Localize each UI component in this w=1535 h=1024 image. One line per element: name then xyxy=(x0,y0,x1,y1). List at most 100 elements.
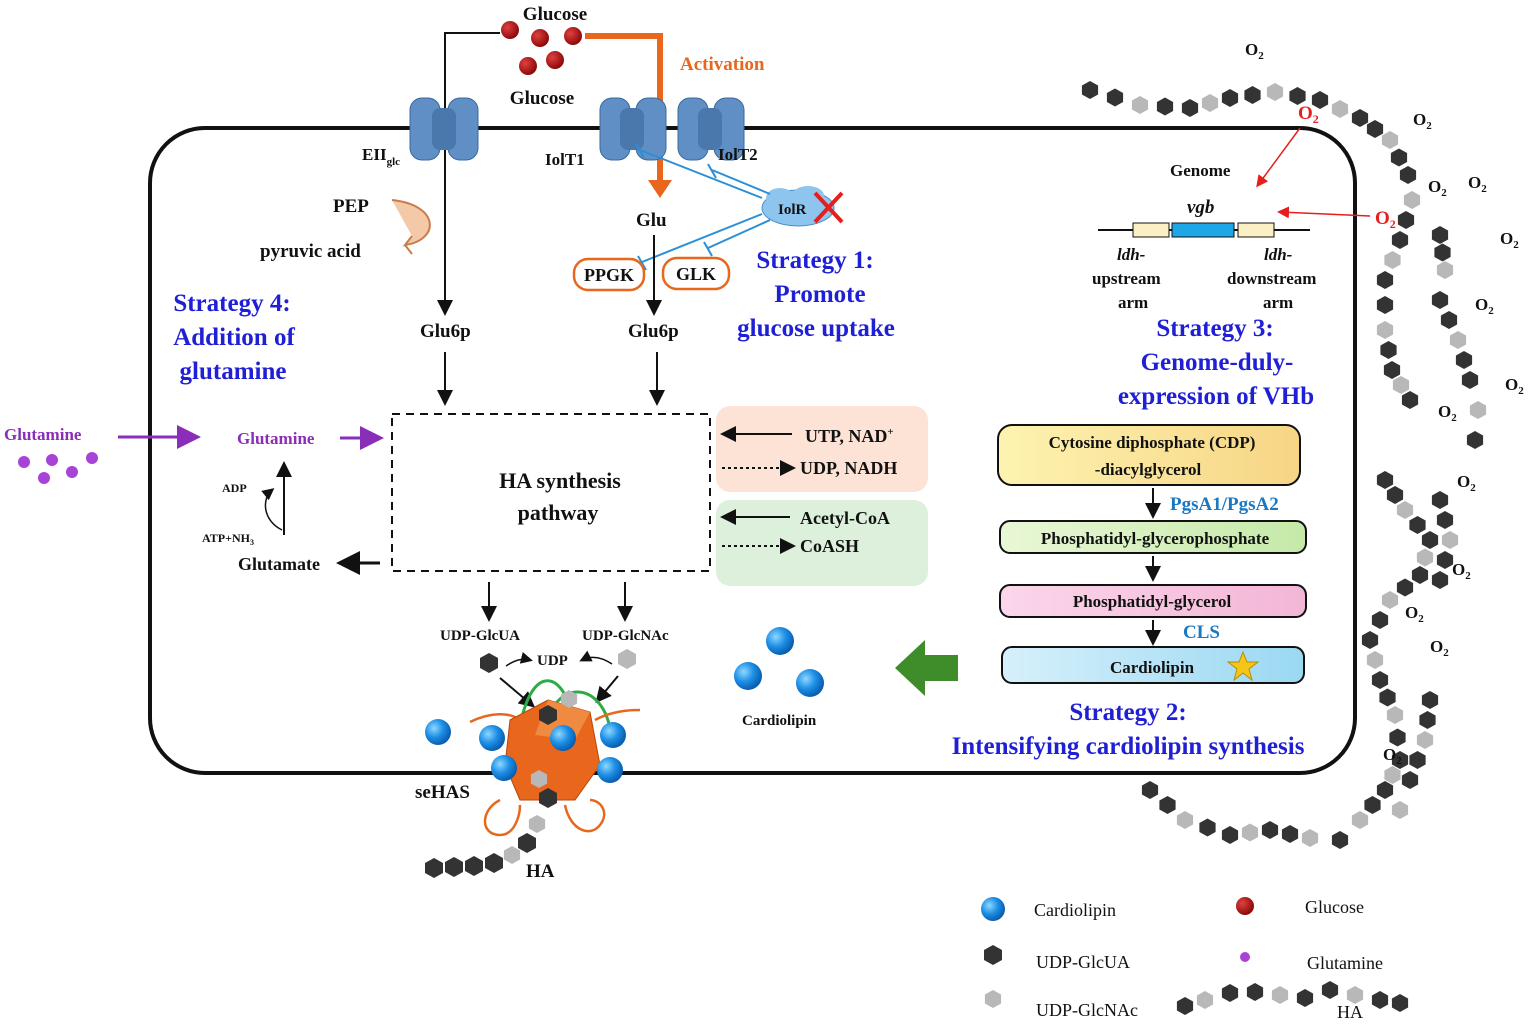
pgp-box xyxy=(999,520,1307,554)
svg-text:Strategy 1:: Strategy 1: xyxy=(756,247,873,274)
udp-glcua-unit xyxy=(1401,391,1419,409)
udp-glcua-unit xyxy=(1371,991,1389,1009)
udp-glcnac-unit xyxy=(1384,766,1401,784)
udp-glcua-unit xyxy=(1159,796,1176,814)
o2-label: O2 xyxy=(1475,295,1494,317)
ha-synthesis-pathway-box xyxy=(391,413,711,572)
udp-glcua-unit xyxy=(1431,291,1449,309)
strategy-4: Strategy 4: Addition of glutamine xyxy=(173,290,295,385)
udp-glcua-unit xyxy=(1199,818,1216,837)
udp-glcnac-unit xyxy=(1391,801,1409,819)
ppgk-label: PPGK xyxy=(584,265,634,285)
o2-label: O2 xyxy=(1405,603,1424,625)
ldh-down-1: ldh- xyxy=(1264,245,1293,264)
glutamine-internal-label: Glutamine xyxy=(237,429,315,448)
ppgk-box xyxy=(572,257,646,292)
udp-glcua-unit xyxy=(1434,243,1451,262)
legend-cardiolipin-icon xyxy=(981,897,1005,921)
ha-label: HA xyxy=(526,861,555,882)
udp-glcua-unit xyxy=(1401,771,1419,789)
udp-glcua-unit xyxy=(1376,781,1394,799)
iolt1-transporter xyxy=(599,97,667,161)
udp-glcua-unit xyxy=(1419,711,1436,729)
cardiolipin-cluster xyxy=(734,627,824,697)
legend-ha-label: HA xyxy=(1337,1002,1363,1022)
udp-glcnac-unit xyxy=(1392,376,1410,394)
udp-glcnac-unit xyxy=(1131,96,1149,114)
udp-glcua-unit xyxy=(1436,511,1454,529)
udp-release-right xyxy=(579,650,613,665)
udp-glcnac-unit xyxy=(1376,321,1394,339)
sehas-cardiolipin-spheres xyxy=(425,719,626,783)
svg-text:Strategy 3:: Strategy 3: xyxy=(1156,315,1273,342)
udp-glcnac-unit xyxy=(1271,986,1289,1004)
udp-glcua-unit xyxy=(1390,148,1408,167)
o2-label: O2 xyxy=(1457,472,1476,494)
legend-udp-glcnac-icon xyxy=(984,990,1002,1008)
vgb-gene-block xyxy=(1171,222,1235,238)
cell-membrane xyxy=(148,126,1357,775)
iolr-inhibition-lines xyxy=(635,143,771,271)
udp-glcnac-unit xyxy=(1196,991,1214,1009)
legend-cardiolipin-label: Cardiolipin xyxy=(1034,900,1116,920)
legend-glutamine-label: Glutamine xyxy=(1307,953,1383,973)
svg-text:Strategy 2:: Strategy 2: xyxy=(1069,699,1186,726)
coash-label: CoASH xyxy=(800,536,859,556)
udp-glcua-unit xyxy=(1081,81,1099,99)
o2-label: O2 xyxy=(1428,177,1447,199)
udp-glcua-unit xyxy=(1391,231,1409,249)
pgsa-label: PgsA1/PgsA2 xyxy=(1170,494,1279,515)
udp-glcua-unit xyxy=(1351,109,1369,127)
glucose-top-label: Glucose xyxy=(523,4,587,25)
o2-label: O2 xyxy=(1452,560,1471,582)
udp-glcnac-unit xyxy=(1176,811,1194,829)
legend: Cardiolipin Glucose UDP-GlcUA Glutamine … xyxy=(981,897,1409,1022)
legend-glucose-label: Glucose xyxy=(1305,897,1364,917)
udp-glcnac-label: UDP-GlcNAc xyxy=(582,628,669,644)
o2-red-mid: O2 xyxy=(1375,208,1396,231)
udp-glcnac-unit xyxy=(1351,811,1369,829)
glu-label: Glu xyxy=(636,210,667,231)
knockout-x-icon xyxy=(813,191,844,224)
o2-red-top: O2 xyxy=(1298,103,1319,126)
strategy-3: Strategy 3: Genome-duly- expression of V… xyxy=(1118,315,1314,410)
o2-label: O2 xyxy=(1430,637,1449,659)
activation-arrowhead xyxy=(648,180,672,198)
eii-label: EIIglc xyxy=(362,145,400,168)
udp-glcnac-unit xyxy=(1381,131,1399,149)
ha-pathway-label-1: HA synthesis xyxy=(499,468,621,493)
glutamine-external-label: Glutamine xyxy=(4,425,82,444)
svg-text:expression of VHb: expression of VHb xyxy=(1118,383,1314,410)
legend-ha-icon xyxy=(1176,981,1409,1015)
udp-glcua-unit xyxy=(1440,311,1458,329)
glucose-to-glu6p-arrow xyxy=(437,32,500,316)
udp-glcua-unit xyxy=(1431,491,1449,509)
cardiolipin-box xyxy=(1001,646,1305,684)
udp-glcua-unit xyxy=(1389,728,1406,747)
svg-text:Intensifying cardiolipin synth: Intensifying cardiolipin synthesis xyxy=(952,733,1305,760)
udp-glcnac-unit xyxy=(1381,591,1399,609)
udp-glcua-unit xyxy=(1296,989,1314,1007)
glucose-particles xyxy=(501,21,582,75)
udp-glcnac-unit xyxy=(1366,651,1384,669)
udp-label: UDP xyxy=(537,653,568,669)
glu6p-left-label: Glu6p xyxy=(420,321,471,342)
udp-glcua-unit xyxy=(1321,981,1339,999)
udp-glcnac-unit xyxy=(1384,251,1401,269)
ldh-upstream-block xyxy=(1132,222,1170,238)
pep-label: PEP xyxy=(333,196,369,217)
cdp-label-2: -diacylglycerol xyxy=(1095,460,1202,479)
udp-glcua-unit xyxy=(1421,691,1439,709)
udp-glcnac-unit xyxy=(1416,548,1434,567)
udp-glcua-unit xyxy=(1466,431,1484,449)
glcnac-to-sehas-arrow xyxy=(595,675,619,704)
svg-text:glucose uptake: glucose uptake xyxy=(737,315,895,342)
pg-box xyxy=(999,584,1307,618)
udp-glcnac-unit xyxy=(1386,706,1404,724)
udp-glcua-unit xyxy=(1281,825,1299,843)
udp-glcua-unit xyxy=(1396,578,1414,597)
ldh-downstream-block xyxy=(1237,222,1275,238)
udp-release-left xyxy=(505,651,533,667)
o2-label: O2 xyxy=(1245,40,1264,62)
